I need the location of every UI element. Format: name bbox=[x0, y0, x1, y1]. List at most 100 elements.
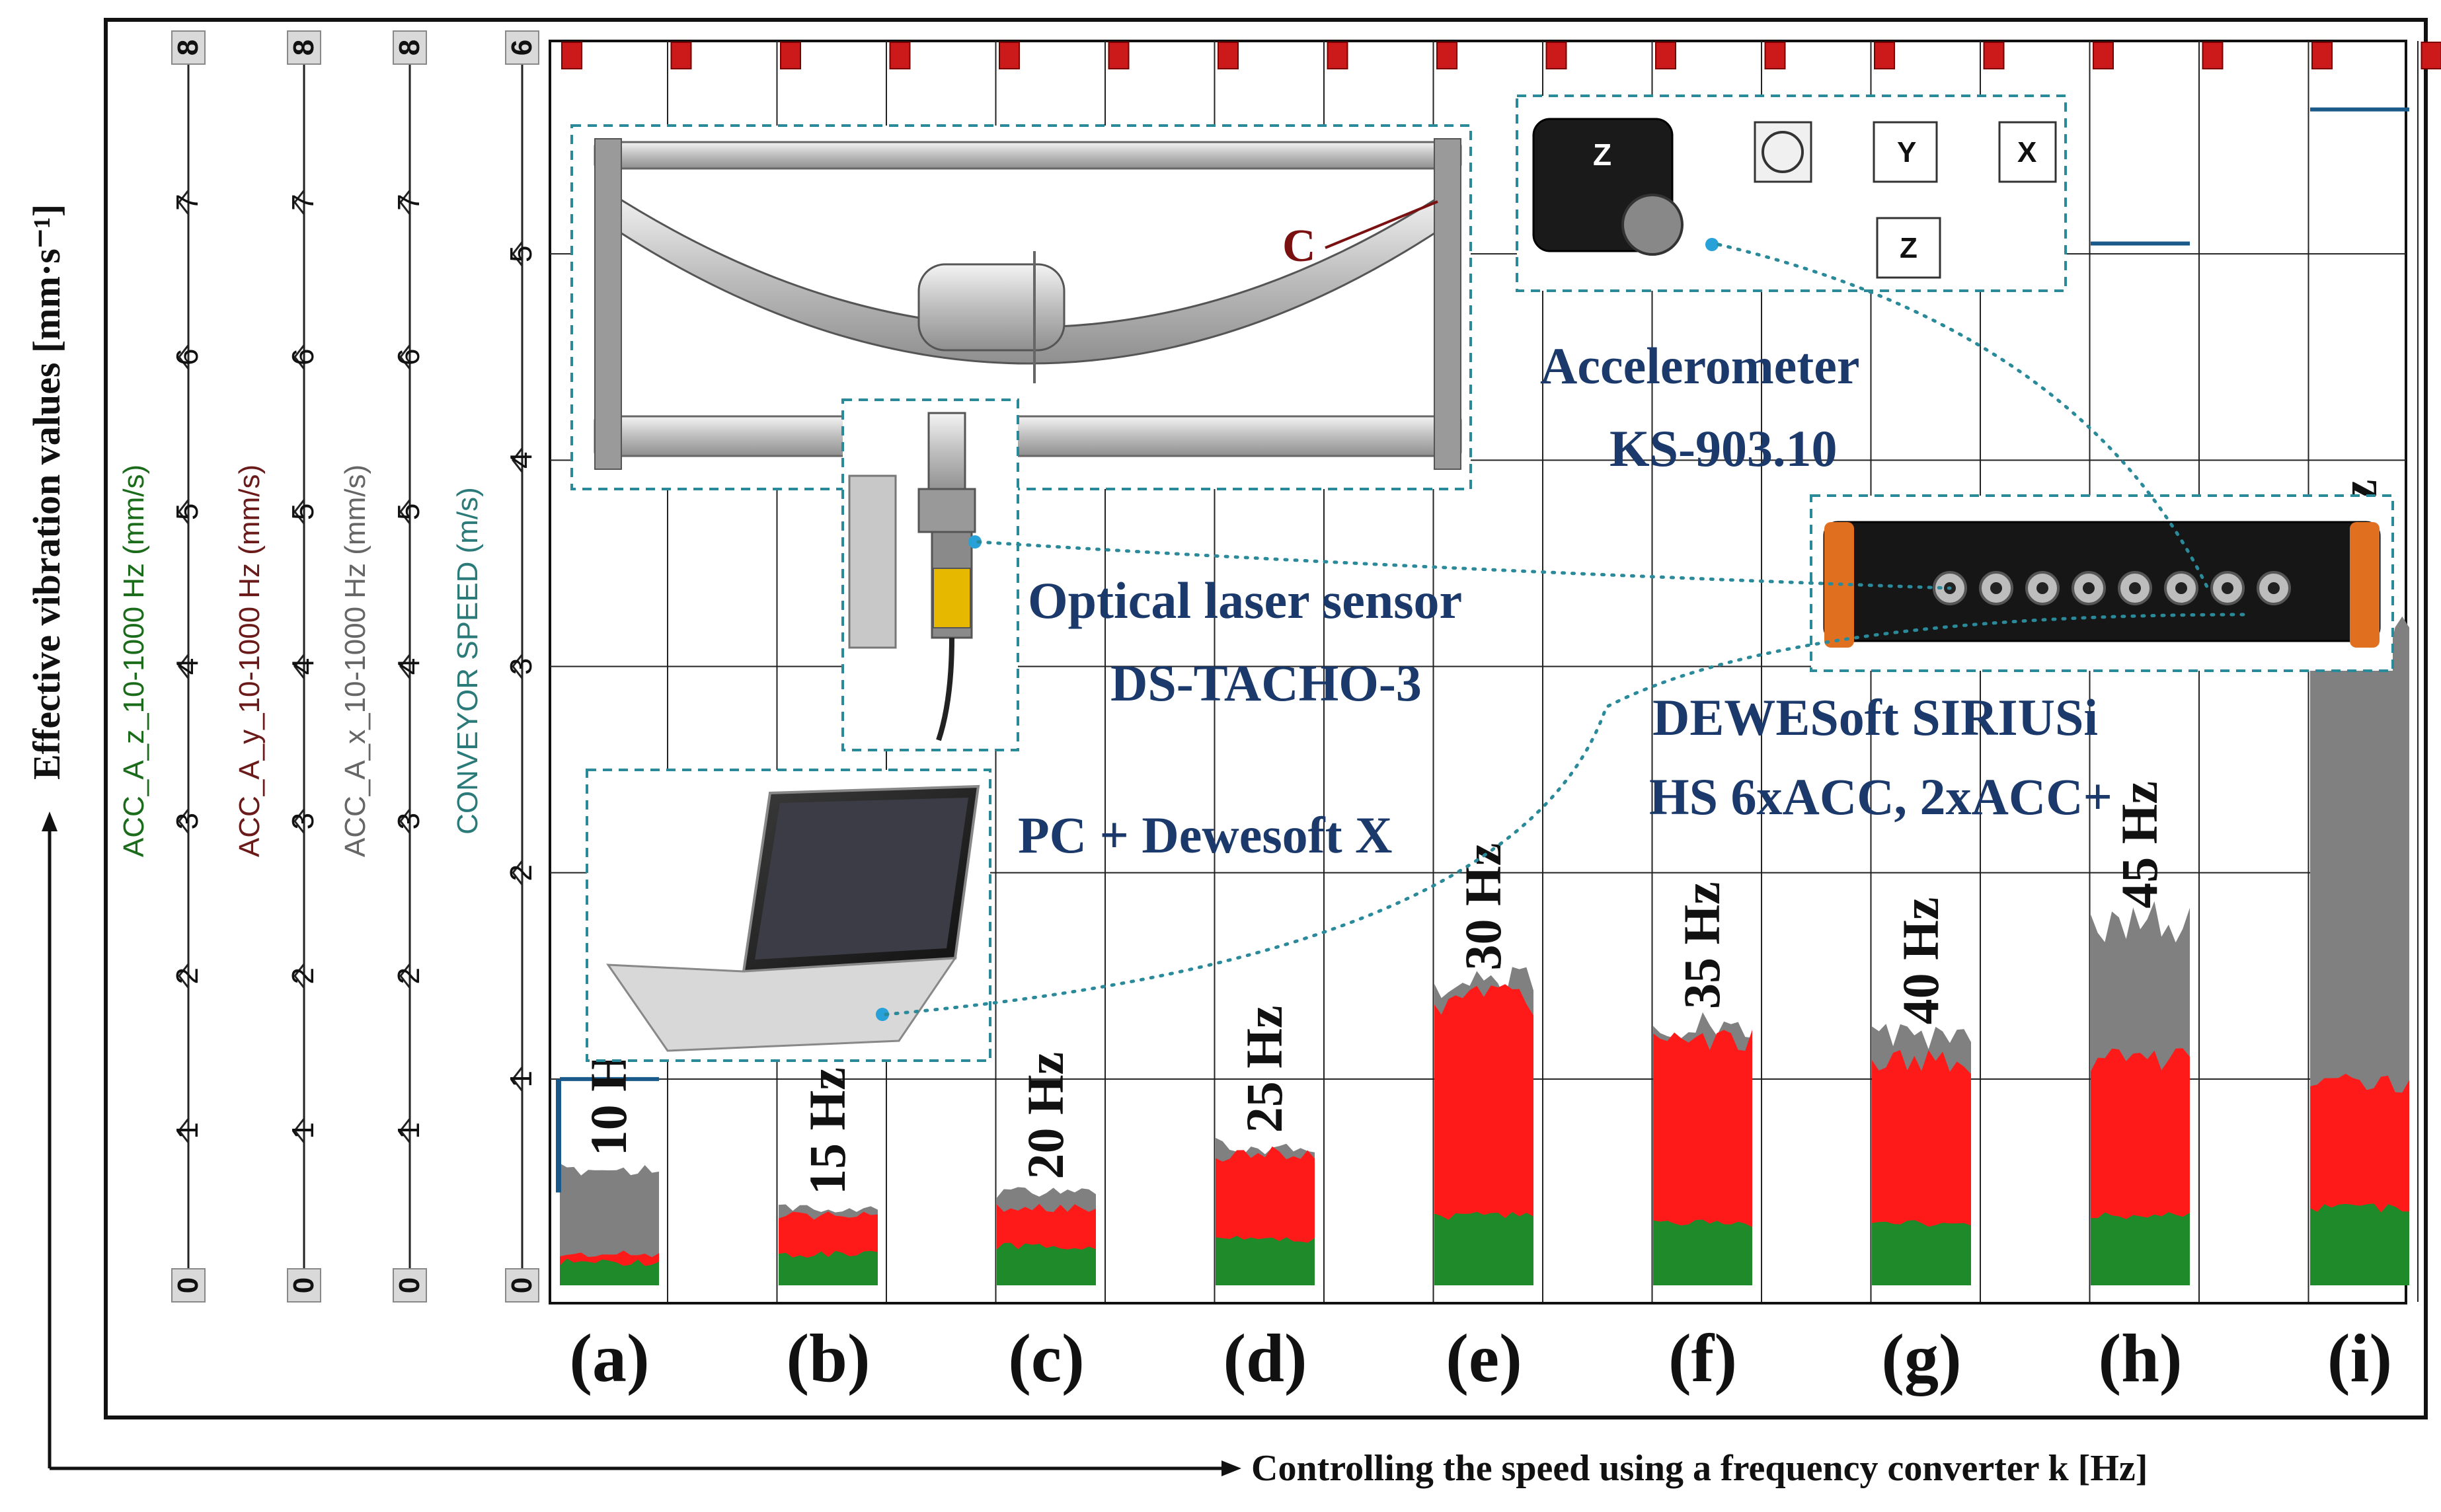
scale-tick bbox=[293, 963, 305, 989]
accelerometer-label-line1: Accelerometer bbox=[1540, 337, 1860, 395]
scale-tick-label: 3 bbox=[504, 658, 538, 675]
frequency-label: 25 Hz bbox=[1235, 1005, 1293, 1133]
scale-tick bbox=[399, 499, 411, 525]
scale-tick-label: 8 bbox=[288, 40, 320, 56]
scale-tick bbox=[399, 1117, 411, 1143]
scale-tick-label: 8 bbox=[393, 40, 426, 56]
scale-tick-label: 3 bbox=[170, 813, 204, 830]
scale-tick-label: 3 bbox=[391, 813, 426, 830]
panel-label: (d) bbox=[1223, 1320, 1307, 1396]
idler-photo: C bbox=[570, 124, 1472, 490]
connector-core bbox=[2083, 582, 2095, 594]
scale-tick-label: 8 bbox=[172, 40, 204, 56]
panel-label: (i) bbox=[2327, 1320, 2392, 1396]
segment-marker bbox=[1764, 42, 1786, 69]
scale-tick bbox=[399, 344, 411, 370]
idler-letter: C bbox=[1282, 221, 1316, 272]
frequency-label: 35 Hz bbox=[1673, 882, 1730, 1009]
scale-tick-label: 1 bbox=[391, 1122, 426, 1139]
segment-marker bbox=[1874, 42, 1895, 69]
segment-marker bbox=[780, 42, 801, 69]
axis-letter-y: Y bbox=[1897, 136, 1916, 169]
x-axis-title: Controlling the speed using a frequency … bbox=[1251, 1448, 2148, 1489]
connector-core bbox=[2222, 582, 2233, 594]
scale-tick bbox=[293, 190, 305, 215]
segment-marker bbox=[999, 42, 1020, 69]
y-axis-title: Effective vibration values [mm·s⁻¹] bbox=[25, 204, 68, 780]
scale-tick bbox=[178, 499, 190, 525]
segment-marker bbox=[2202, 42, 2224, 69]
bar-h-series-0 bbox=[2091, 1212, 2190, 1285]
bar-e-series-0 bbox=[1434, 1211, 1533, 1285]
scale-tick bbox=[178, 190, 190, 215]
scale-tick bbox=[512, 1066, 523, 1092]
bar-c-series-0 bbox=[997, 1242, 1096, 1285]
scale-end-box bbox=[171, 30, 206, 65]
scale-tick-label: 0 bbox=[172, 1277, 204, 1293]
bar-f-series-0 bbox=[1653, 1219, 1752, 1285]
dewesoft-label-line2: HS 6xACC, 2xACC+ bbox=[1649, 768, 2112, 825]
scale-tick bbox=[178, 808, 190, 834]
scale-tick bbox=[293, 1117, 305, 1143]
segment-marker bbox=[889, 42, 911, 69]
scale-tick-label: 4 bbox=[391, 658, 426, 675]
scale-tick bbox=[293, 654, 305, 679]
bar-a-series-0 bbox=[560, 1258, 659, 1285]
frequency-label: 45 Hz bbox=[2111, 781, 2168, 909]
accelerometer-label-line2: KS-903.10 bbox=[1609, 420, 1838, 477]
frequency-label: 40 Hz bbox=[1892, 897, 1949, 1025]
scale-tick-label: 0 bbox=[393, 1277, 426, 1293]
pc-label: PC + Dewesoft X bbox=[1018, 806, 1392, 864]
scale-tick-label: 7 bbox=[170, 194, 204, 211]
segment-marker bbox=[1655, 42, 1676, 69]
axis-letter-z: Z bbox=[1593, 137, 1611, 172]
laser-label-line1: Optical laser sensor bbox=[1028, 572, 1462, 629]
bar-i-series-0 bbox=[2310, 1203, 2409, 1285]
scale-tick bbox=[399, 190, 411, 215]
scale-end-box bbox=[393, 30, 427, 65]
segment-marker bbox=[1327, 42, 1348, 69]
scale-tick-label: 2 bbox=[286, 967, 320, 985]
plot-content: 10 Hz(a)15 Hz(b)20 Hz(c)25 Hz(d)30 Hz(e)… bbox=[550, 41, 2441, 1396]
bar-d-series-0 bbox=[1216, 1236, 1315, 1285]
scale-tick-label: 4 bbox=[504, 452, 538, 469]
scale-tick-label: 0 bbox=[288, 1277, 320, 1293]
scale-tick-label: 6 bbox=[170, 348, 204, 365]
scale-name: ACC_A_z_10-1000 Hz (mm/s) bbox=[118, 465, 150, 857]
segment-marker bbox=[1983, 42, 2005, 69]
scale-tick-label: 7 bbox=[286, 194, 320, 211]
connection-lines bbox=[884, 243, 2249, 1016]
scale-tick-label: 2 bbox=[170, 967, 204, 985]
scale-tick-label: 5 bbox=[286, 504, 320, 521]
scale-tick-label: 6 bbox=[391, 348, 426, 365]
panel-label: (f) bbox=[1668, 1320, 1737, 1396]
scale-tick-label: 2 bbox=[504, 864, 538, 882]
connector-core bbox=[2129, 582, 2141, 594]
scale-tick bbox=[178, 963, 190, 989]
scale-tick-label: 5 bbox=[504, 245, 538, 262]
frequency-label: 15 Hz bbox=[798, 1067, 856, 1195]
frequency-label: 20 Hz bbox=[1017, 1052, 1074, 1180]
connector-core bbox=[1990, 582, 2002, 594]
scale-tick-label: 1 bbox=[504, 1071, 538, 1088]
bar-f-series-1 bbox=[1653, 1030, 1752, 1285]
scale-tick-label: 2 bbox=[391, 967, 426, 985]
scale-tick bbox=[512, 654, 523, 679]
scale-tick bbox=[512, 447, 523, 473]
segment-marker bbox=[2311, 42, 2333, 69]
segment-marker bbox=[1436, 42, 1457, 69]
panel-label: (h) bbox=[2098, 1320, 2182, 1396]
scale-end-box bbox=[171, 1268, 206, 1303]
callout-labels: Accelerometer KS-903.10 Optical laser se… bbox=[1018, 337, 2112, 864]
scale-tick bbox=[293, 344, 305, 370]
bar-b-series-0 bbox=[779, 1250, 878, 1285]
scale-end-box bbox=[505, 1268, 539, 1303]
scale-tick-label: 6 bbox=[506, 40, 538, 56]
bar-g-series-0 bbox=[1872, 1220, 1971, 1285]
scale-tick bbox=[293, 499, 305, 525]
connector-core bbox=[2036, 582, 2048, 594]
scale-tick bbox=[178, 654, 190, 679]
